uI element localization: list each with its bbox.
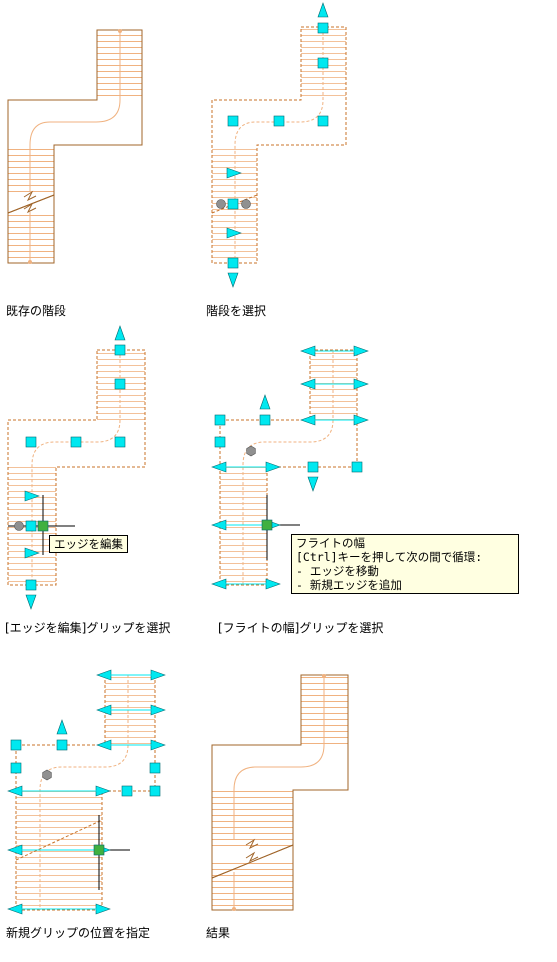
square-grip[interactable]: [261, 519, 273, 531]
arrow-grip-left[interactable]: [96, 739, 112, 751]
arrow-grip-up[interactable]: [259, 394, 271, 410]
arrow-grip-right[interactable]: [226, 167, 242, 179]
square-grip[interactable]: [317, 115, 329, 127]
square-grip[interactable]: [149, 785, 161, 797]
caption-flight-width-grip: [フライトの幅]グリップを選択: [218, 621, 384, 635]
arrow-grip-left[interactable]: [7, 844, 23, 856]
existing-stair: [7, 29, 143, 264]
arrow-grip-right[interactable]: [353, 414, 369, 426]
arrow-grip-up[interactable]: [114, 325, 126, 341]
arrow-grip-up[interactable]: [56, 719, 68, 735]
arrow-grip-right[interactable]: [265, 578, 281, 590]
arrow-grip-down[interactable]: [307, 476, 319, 492]
tooltip-line-cycle: [Ctrl]キーを押して次の間で循環:: [296, 550, 483, 564]
square-grip[interactable]: [25, 579, 37, 591]
square-grip[interactable]: [10, 762, 22, 774]
arrow-grip-right[interactable]: [95, 785, 111, 797]
square-grip[interactable]: [214, 436, 226, 448]
arrow-grip-right[interactable]: [150, 704, 166, 716]
square-grip[interactable]: [37, 520, 49, 532]
square-grip[interactable]: [114, 378, 126, 390]
square-grip[interactable]: [25, 436, 37, 448]
square-grip[interactable]: [214, 414, 226, 426]
arrow-grip-up[interactable]: [317, 2, 329, 18]
arrow-grip-right[interactable]: [150, 739, 166, 751]
arrow-grip-right[interactable]: [95, 903, 111, 915]
caption-select-stair: 階段を選択: [206, 304, 267, 318]
square-grip[interactable]: [227, 257, 239, 269]
square-grip[interactable]: [149, 762, 161, 774]
arrow-grip-right[interactable]: [24, 490, 40, 502]
square-grip[interactable]: [259, 414, 271, 426]
arrow-grip-left[interactable]: [300, 414, 316, 426]
square-grip[interactable]: [56, 739, 68, 751]
square-grip[interactable]: [10, 739, 22, 751]
caption-edit-edge-grip: [エッジを編集]グリップを選択: [5, 621, 171, 635]
landing-grip[interactable]: [241, 199, 251, 209]
square-grip[interactable]: [227, 115, 239, 127]
arrow-grip-down[interactable]: [227, 272, 239, 288]
landing-grip[interactable]: [14, 521, 24, 531]
square-grip[interactable]: [114, 344, 126, 356]
square-grip[interactable]: [317, 57, 329, 69]
arrow-grip-right[interactable]: [265, 461, 281, 473]
arrow-grip-right[interactable]: [24, 547, 40, 559]
square-grip[interactable]: [121, 785, 133, 797]
caption-existing-stair: 既存の階段: [6, 304, 67, 318]
arrow-grip-left[interactable]: [211, 578, 227, 590]
arrow-grip-right[interactable]: [150, 669, 166, 681]
square-grip[interactable]: [114, 436, 126, 448]
square-grip[interactable]: [307, 461, 319, 473]
arrow-grip-left[interactable]: [96, 669, 112, 681]
arrow-grip-right[interactable]: [353, 378, 369, 390]
arrow-grip-left[interactable]: [300, 378, 316, 390]
square-grip[interactable]: [93, 844, 105, 856]
arrow-grip-left[interactable]: [211, 519, 227, 531]
tooltip-line-add-edge: - 新規エッジを追加: [296, 578, 402, 592]
hexagon-grip[interactable]: [42, 769, 52, 781]
tooltip-title: フライトの幅: [296, 536, 365, 550]
flight-width-stair: [219, 349, 358, 586]
flight-width-tooltip: フライトの幅 [Ctrl]キーを押して次の間で循環: - エッジを移動 - 新規…: [291, 534, 519, 594]
square-grip[interactable]: [25, 520, 37, 532]
result-stair: [211, 674, 349, 911]
square-grip[interactable]: [317, 22, 329, 34]
arrow-grip-left[interactable]: [96, 704, 112, 716]
arrow-grip-left[interactable]: [7, 785, 23, 797]
arrow-grip-right[interactable]: [226, 227, 242, 239]
square-grip[interactable]: [70, 436, 82, 448]
caption-result: 結果: [206, 926, 231, 940]
arrow-grip-down[interactable]: [25, 594, 37, 610]
landing-grip[interactable]: [216, 199, 226, 209]
edit-edge-tooltip: エッジを編集: [49, 535, 128, 553]
square-grip[interactable]: [351, 461, 363, 473]
arrow-grip-left[interactable]: [300, 345, 316, 357]
hexagon-grip[interactable]: [246, 445, 256, 457]
tooltip-line-move-edge: - エッジを移動: [296, 564, 379, 578]
arrow-grip-left[interactable]: [211, 461, 227, 473]
arrow-grip-right[interactable]: [353, 345, 369, 357]
arrow-grip-left[interactable]: [7, 903, 23, 915]
square-grip[interactable]: [227, 198, 239, 210]
caption-new-grip-position: 新規グリップの位置を指定: [6, 926, 151, 940]
square-grip[interactable]: [273, 115, 285, 127]
